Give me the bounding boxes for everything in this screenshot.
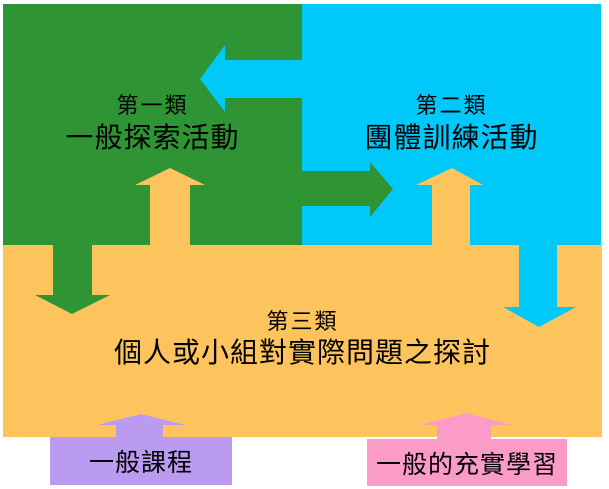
block-type2-title: 第二類 (415, 93, 488, 118)
source-left-label: 一般課程 (88, 450, 193, 477)
source-right-label: 一般的充實學習 (375, 451, 558, 479)
block-type3-subtitle: 個人或小組對實際問題之探討 (113, 338, 491, 369)
block-type1-subtitle: 一般探索活動 (65, 123, 240, 154)
source-box-general-courses: 一般課程 (50, 437, 232, 485)
block-type1-title: 第一類 (116, 93, 189, 118)
block-type3-title: 第三類 (266, 309, 339, 334)
source-box-general-enrichment: 一般的充實學習 (367, 439, 567, 486)
block-type2-subtitle: 團體訓練活動 (364, 123, 539, 154)
